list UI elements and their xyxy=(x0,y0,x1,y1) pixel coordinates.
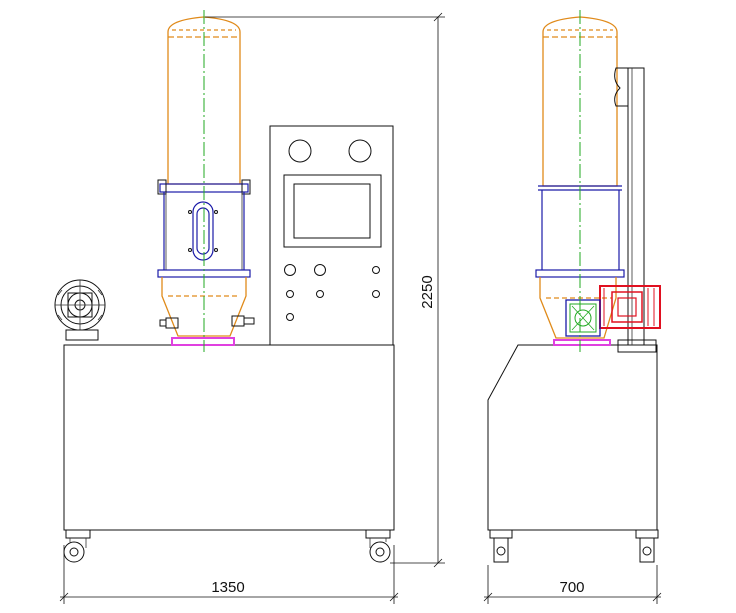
button-5 xyxy=(316,290,324,298)
front-cabinet xyxy=(63,344,395,531)
front-caster-left xyxy=(63,529,91,563)
gauge-left xyxy=(288,139,312,163)
front-fan-motor xyxy=(54,279,106,341)
side-bowl xyxy=(539,277,617,339)
front-chamber xyxy=(163,192,245,270)
sight-glass xyxy=(192,201,214,261)
hmi-screen-frame xyxy=(283,174,382,248)
front-plate xyxy=(171,337,235,346)
side-gearbox xyxy=(565,299,601,337)
height-dimension-label: 2250 xyxy=(419,275,436,308)
button-6 xyxy=(372,290,380,298)
gauge-right xyxy=(348,139,372,163)
side-width-dimension xyxy=(483,565,662,604)
front-view xyxy=(54,10,395,563)
height-dimension xyxy=(205,12,445,568)
side-caster-right xyxy=(635,529,659,563)
front-width-dimension-label: 1350 xyxy=(211,579,244,596)
button-1 xyxy=(284,264,296,276)
hmi-screen xyxy=(293,183,371,239)
side-view xyxy=(487,10,661,563)
front-caster-right xyxy=(365,529,391,563)
front-nozzle-left xyxy=(159,317,179,329)
lift-column xyxy=(614,67,657,353)
button-2 xyxy=(314,264,326,276)
front-nozzle-right xyxy=(231,315,255,327)
button-3 xyxy=(372,266,380,274)
control-panel xyxy=(269,125,394,346)
button-4 xyxy=(286,290,294,298)
button-7 xyxy=(286,313,294,321)
side-width-dimension-label: 700 xyxy=(559,579,584,596)
side-cabinet xyxy=(487,344,658,531)
front-width-dimension xyxy=(59,545,399,604)
side-plate xyxy=(553,339,611,346)
side-caster-left xyxy=(489,529,513,563)
